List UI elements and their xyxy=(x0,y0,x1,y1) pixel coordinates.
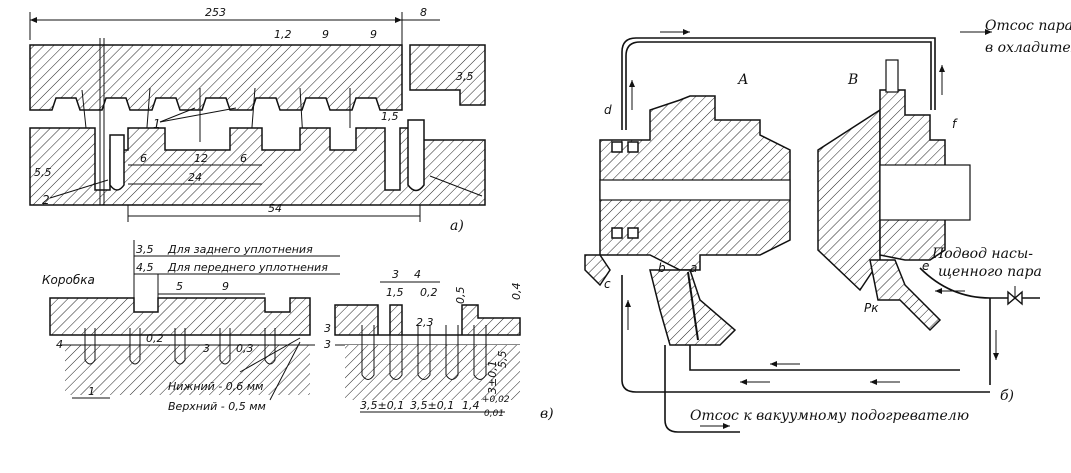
label-pk: Pк xyxy=(864,301,879,315)
dim-g-3pm: 3±0,1 xyxy=(486,360,499,394)
label-c: с xyxy=(604,277,611,291)
dim-1: 1 xyxy=(88,385,95,398)
dim-0-3: 0,3 xyxy=(236,342,254,355)
label-d: d xyxy=(604,103,612,117)
label-2: 2 xyxy=(42,193,50,207)
label-e: е xyxy=(922,259,929,273)
text-front-seal: Для переднего уплотнения xyxy=(167,261,328,274)
dim-g-3-5-b: 3,5±0,1 xyxy=(410,399,454,412)
dim-6-a: 6 xyxy=(140,152,147,165)
dim-g-tol-lo: 0,01 xyxy=(484,409,504,419)
dim-g-0-4: 0,4 xyxy=(510,283,523,301)
dim-g-0-2: 0,2 xyxy=(420,286,438,299)
dim-5: 5 xyxy=(176,280,183,293)
label-1: 1 xyxy=(153,117,161,131)
dim-0-2: 0,2 xyxy=(146,332,164,345)
dim-g-1-5: 1,5 xyxy=(386,286,404,299)
dim-253: 253 xyxy=(205,6,226,19)
caption-a: а) xyxy=(450,218,464,234)
text-supply-2: щенного пара xyxy=(938,264,1042,280)
label-box: Коробка xyxy=(42,273,95,287)
dim-1-2: 1,2 xyxy=(274,28,292,41)
dim-4-5-front: 4,5 xyxy=(136,261,154,274)
caption-v: в) xyxy=(540,406,554,422)
dim-g-2-3: 2,3 xyxy=(416,316,434,329)
dim-g-5-5: 5,5 xyxy=(496,351,509,369)
dim-12: 12 xyxy=(194,152,208,165)
dim-g-3-b: 3 xyxy=(324,322,331,335)
text-lower: Нижний - 0,6 мм xyxy=(168,380,263,393)
dim-9-a: 9 xyxy=(322,28,329,41)
dim-9-b: 9 xyxy=(370,28,377,41)
text-top-2: в охладитель xyxy=(985,40,1071,56)
label-B: В xyxy=(847,72,858,88)
dim-g-4: 4 xyxy=(414,268,421,281)
dim-5-5: 5,5 xyxy=(34,166,52,179)
dim-g-3-c: 3 xyxy=(324,338,331,351)
dim-g-3-5-a: 3,5±0,1 xyxy=(360,399,404,412)
text-rear-seal: Для заднего уплотнения xyxy=(167,243,313,256)
label-a: а xyxy=(690,261,697,275)
dim-g-tol-hi: +0,02 xyxy=(482,395,510,405)
dim-g-3: 3 xyxy=(392,268,399,281)
dim-g-1-4: 1,4 xyxy=(462,399,480,412)
text-upper: Верхний - 0,5 мм xyxy=(168,400,266,413)
label-f: f xyxy=(952,117,958,131)
figure-v: 3,5 Для заднего уплотнения 4,5 Для перед… xyxy=(42,240,554,422)
label-b: b xyxy=(658,261,666,275)
dim-9: 9 xyxy=(222,280,229,293)
figure-b: Отсос пара в охладитель А d с b а В f е … xyxy=(584,18,1071,433)
dim-3: 3 xyxy=(203,342,210,355)
label-A: А xyxy=(737,72,749,88)
dim-4: 4 xyxy=(56,338,63,351)
dim-g-0-5: 0,5 xyxy=(454,287,467,305)
dim-6-b: 6 xyxy=(240,152,247,165)
dim-1-5: 1,5 xyxy=(381,110,399,123)
dim-8: 8 xyxy=(420,6,427,19)
dim-24: 24 xyxy=(188,171,202,184)
dim-54: 54 xyxy=(268,202,282,215)
text-bottom: Отсос к вакуумному подогревателю xyxy=(690,408,969,424)
dim-3-5: 3,5 xyxy=(456,70,474,83)
text-supply-1: Подвод насы- xyxy=(931,246,1033,262)
dim-3-5-rear: 3,5 xyxy=(136,243,154,256)
text-top-1: Отсос пара xyxy=(985,18,1071,34)
figure-a: 253 8 1,2 9 9 1 2 3,5 1,5 5,5 6 12 xyxy=(29,6,486,234)
figure-g: 3 4 1,5 0,2 0,5 0,4 2,3 3 3 5,5 3±0,1 3,… xyxy=(324,268,523,419)
caption-b: б) xyxy=(1000,388,1014,404)
